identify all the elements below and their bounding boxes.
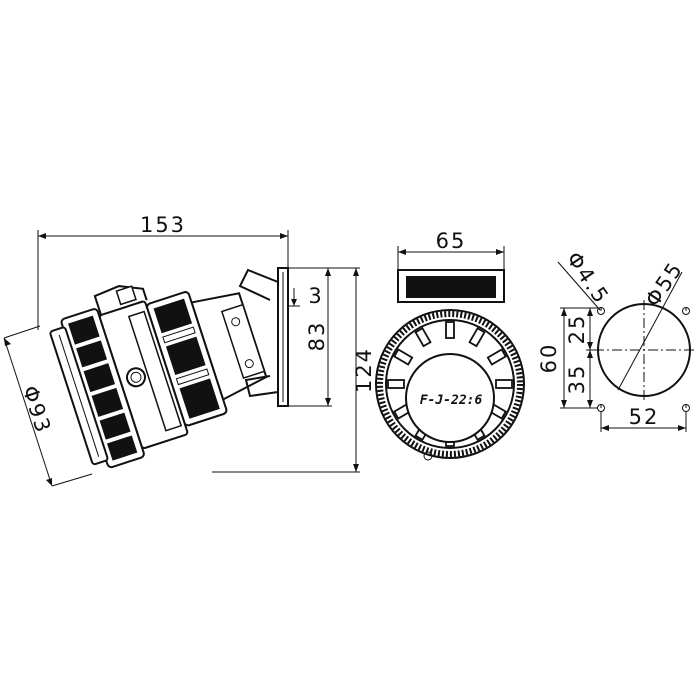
dim-label-phi93: Φ93 (18, 383, 56, 437)
side-view: 153 124 83 3 (3, 213, 376, 487)
side-body (49, 285, 268, 469)
dim-label-25: 25 (565, 314, 589, 345)
front-view: 65 F-J-22:6 (375, 229, 525, 461)
side-flange (238, 267, 289, 407)
rear-knurl (153, 298, 220, 419)
dim-52: 52 (600, 405, 687, 432)
dim-153: 153 (37, 213, 289, 330)
brand-logo: F-J-22:6 (420, 393, 483, 408)
dim-vertical-side: 124 83 3 (212, 267, 376, 473)
front-knurl (68, 315, 138, 461)
dim-label-52: 52 (629, 405, 660, 429)
dim-label-83: 83 (305, 321, 329, 352)
dim-label-60: 60 (537, 343, 561, 374)
dim-label-35: 35 (565, 364, 589, 395)
panel-view: 60 25 35 52 Φ4.5 Φ55 (537, 247, 694, 432)
dim-label-phi45: Φ4.5 (562, 247, 614, 308)
dim-65: 65 (397, 229, 505, 282)
dim-label-124: 124 (352, 347, 376, 393)
dim-label-65: 65 (436, 229, 467, 253)
dim-label-3: 3 (308, 284, 323, 308)
dim-label-153: 153 (140, 213, 186, 237)
front-cap (405, 353, 495, 443)
dim-panel-vertical: 60 25 35 (537, 307, 600, 409)
dim-label-phi55: Φ55 (640, 257, 687, 311)
